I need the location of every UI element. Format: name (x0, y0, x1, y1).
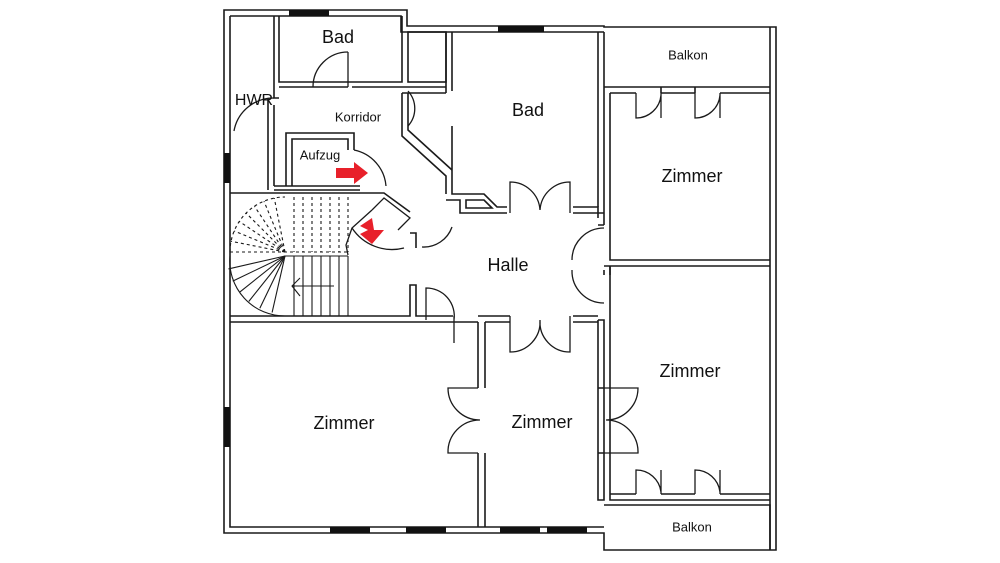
room-label-halle: Halle (487, 255, 528, 275)
interior-walls (230, 16, 771, 550)
red-arrow-down-right-icon (360, 218, 384, 244)
room-label-hwr: HWR (235, 92, 273, 109)
room-label-zimmer-sw: Zimmer (314, 413, 375, 433)
room-label-balkon-1: Balkon (668, 47, 708, 62)
red-arrow-right-icon (336, 162, 368, 184)
room-label-zimmer-e: Zimmer (660, 361, 721, 381)
stair-tread (248, 255, 286, 302)
room-labels: Bad HWR Korridor Aufzug Bad Balkon Zimme… (235, 27, 723, 535)
room-label-zimmer-ne: Zimmer (662, 166, 723, 186)
stair-tread (239, 255, 286, 293)
stair-tread (232, 255, 286, 282)
room-label-aufzug: Aufzug (300, 147, 340, 162)
room-label-korridor: Korridor (335, 109, 382, 124)
windows (224, 10, 587, 533)
stair-tread (245, 212, 286, 253)
stair-tread (273, 197, 286, 253)
stair-tread (230, 240, 286, 253)
stair-tread (259, 255, 286, 309)
doors (233, 51, 721, 494)
stair-tread (253, 205, 286, 253)
room-label-zimmer-s: Zimmer (512, 412, 573, 432)
stair-tread (228, 255, 286, 270)
room-label-balkon-2: Balkon (672, 519, 712, 534)
stair-tread (271, 255, 286, 313)
room-label-bad-1: Bad (322, 27, 354, 47)
room-label-bad-2: Bad (512, 100, 544, 120)
stair-tread (238, 220, 286, 253)
stair-direction-arrow-icon (291, 277, 334, 297)
outer-walls (223, 9, 777, 551)
staircase (228, 196, 349, 317)
